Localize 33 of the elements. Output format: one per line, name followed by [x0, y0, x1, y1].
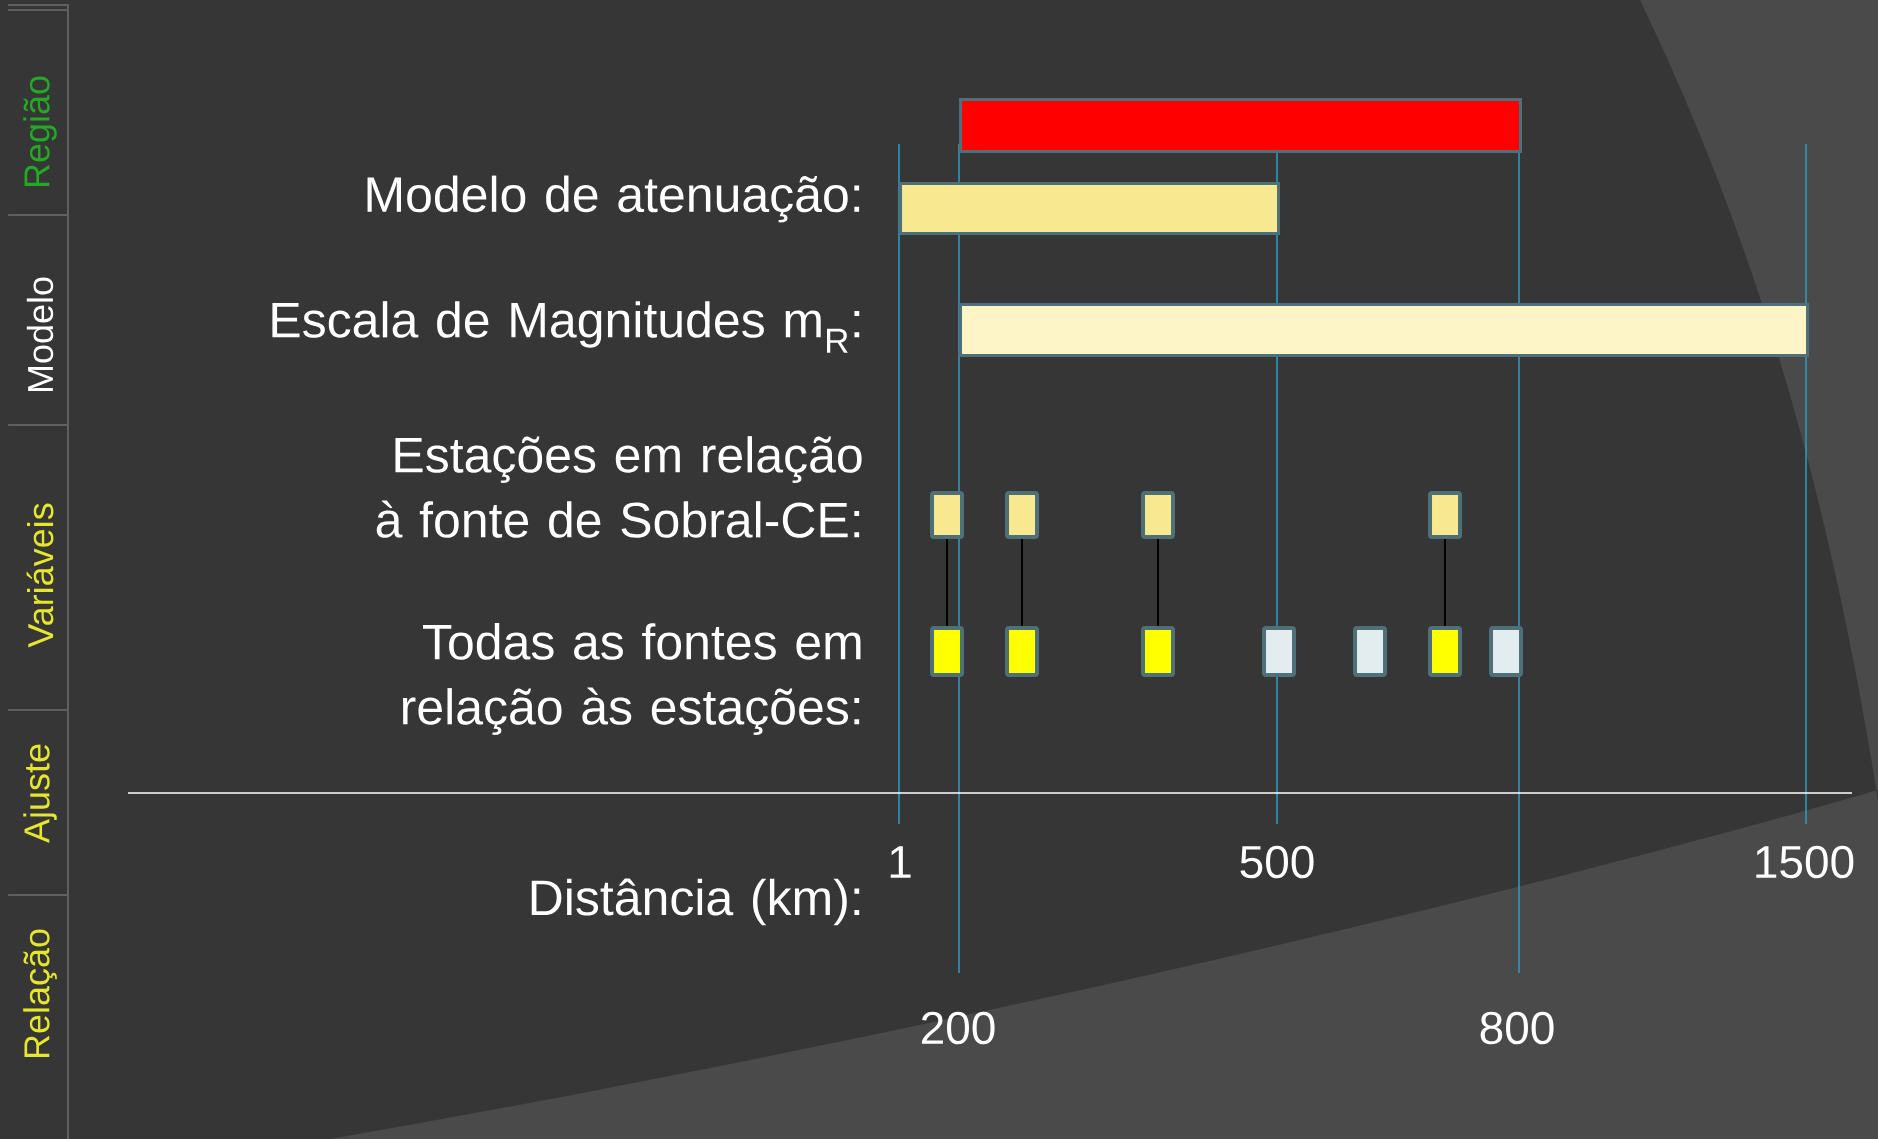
connector-line: [946, 538, 948, 627]
range-bar: [959, 98, 1522, 153]
row-label: Distância (km):: [531, 878, 860, 926]
station-box: [1428, 626, 1462, 677]
connector-line: [1444, 538, 1446, 627]
tab-label: Relação: [23, 929, 57, 1058]
tick-label: 500: [1240, 845, 1314, 879]
station-box: [1141, 626, 1175, 677]
tab-label: Região: [23, 76, 57, 187]
tab-label: Ajuste: [23, 744, 57, 843]
tick-label: 200: [921, 1011, 995, 1045]
range-bar: [899, 182, 1280, 235]
tick-label: 800: [1480, 1011, 1554, 1045]
station-box: [1005, 491, 1039, 539]
tick-label: 1500: [1756, 845, 1854, 879]
row-label: Todas as fontes em relação às estações:: [403, 623, 861, 735]
tick-label: 1: [890, 846, 911, 878]
row-label: Estações em relação à fonte de Sobral-CE:: [376, 436, 862, 538]
row-label: Escala de Magnitudes m$_{R}$:: [272, 301, 860, 353]
range-bar: [959, 303, 1809, 357]
connector-line: [1021, 538, 1023, 627]
tab-label: Modelo: [26, 277, 54, 392]
station-box: [1262, 626, 1296, 677]
connector-line: [1157, 538, 1159, 627]
station-box: [1353, 626, 1387, 677]
station-box: [1141, 491, 1175, 539]
station-box: [1428, 491, 1462, 539]
station-box: [1005, 626, 1039, 677]
station-box: [1489, 626, 1523, 677]
station-box: [930, 626, 964, 677]
tab-label: Variáveis: [26, 503, 54, 648]
station-box: [930, 491, 964, 539]
row-label: Modelo de atenuação:: [367, 175, 860, 223]
